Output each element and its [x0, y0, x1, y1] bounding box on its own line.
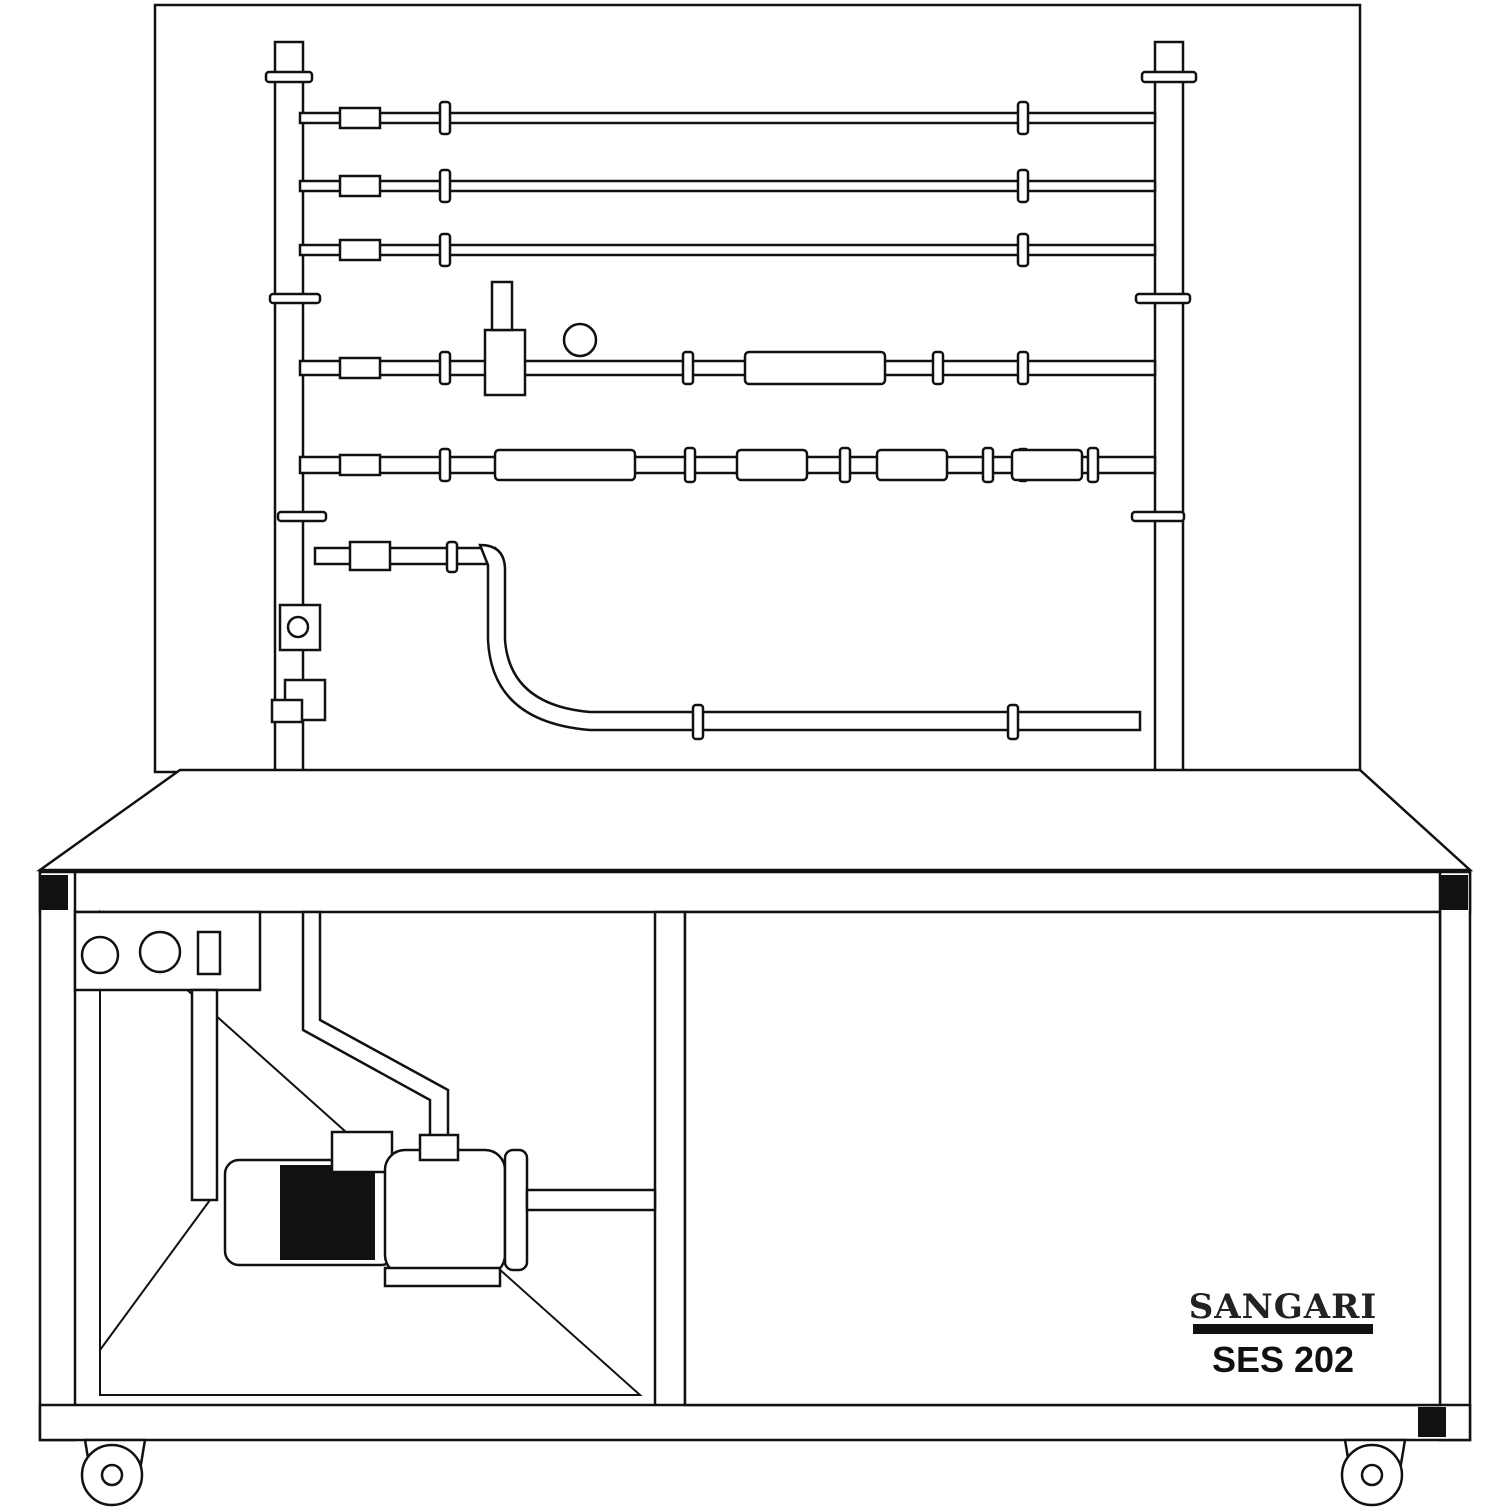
pipe-flange	[438, 168, 452, 204]
pipe-flange	[1016, 232, 1030, 268]
pipe-flange	[438, 447, 452, 483]
pipe-flange	[981, 446, 995, 484]
gauge-icon	[562, 322, 598, 358]
ball-valve	[338, 174, 382, 198]
brand-name: SANGARI	[1189, 1287, 1378, 1327]
model-number: SES 202	[1212, 1339, 1354, 1380]
pump-motor	[223, 910, 657, 1288]
bend-pipe	[313, 540, 1142, 741]
control-box	[73, 910, 262, 1202]
pipe-flange	[681, 350, 695, 386]
gauge-icon	[80, 935, 120, 975]
pipe	[298, 111, 1157, 125]
pipe-fitting	[1010, 448, 1084, 482]
pressure-regulator	[483, 328, 527, 397]
caster-wheel-right	[1340, 1438, 1407, 1507]
brand-logo: SANGARI SES 202	[1189, 1287, 1378, 1380]
right-panel	[683, 910, 1442, 1407]
pipe-flange	[683, 446, 697, 484]
cabinet	[38, 870, 1472, 1442]
caster-wheel-left	[80, 1438, 147, 1507]
pipe	[298, 243, 1157, 257]
pipe-fitting	[493, 448, 637, 482]
pipe-flange	[438, 232, 452, 268]
ball-valve	[338, 356, 382, 380]
gauge-icon	[138, 930, 182, 974]
pipe-flange	[1086, 446, 1100, 484]
pipe-flange	[1016, 168, 1030, 204]
regulator-stem	[490, 280, 514, 332]
corner-bracket	[1418, 1407, 1446, 1437]
table-top	[36, 768, 1474, 872]
pipe-flange	[1016, 350, 1030, 386]
pipe-flange	[438, 100, 452, 136]
pipe-flange	[838, 446, 852, 484]
gate-valve	[278, 603, 322, 652]
power-switch[interactable]	[196, 930, 222, 976]
corner-bracket	[40, 875, 68, 910]
pipe-flange	[931, 350, 945, 386]
pipe-flange	[438, 350, 452, 386]
ball-valve	[338, 453, 382, 477]
flow-meter-section	[743, 350, 887, 386]
corner-bracket	[1440, 875, 1468, 910]
ball-valve	[338, 106, 382, 130]
test-pipes	[298, 100, 1157, 484]
pipe-fitting	[875, 448, 949, 482]
left-vertical-pipe	[264, 40, 328, 776]
pipe-flange	[1016, 100, 1030, 136]
pipe	[298, 179, 1157, 193]
pipe-fitting	[735, 448, 809, 482]
ball-valve	[338, 238, 382, 262]
